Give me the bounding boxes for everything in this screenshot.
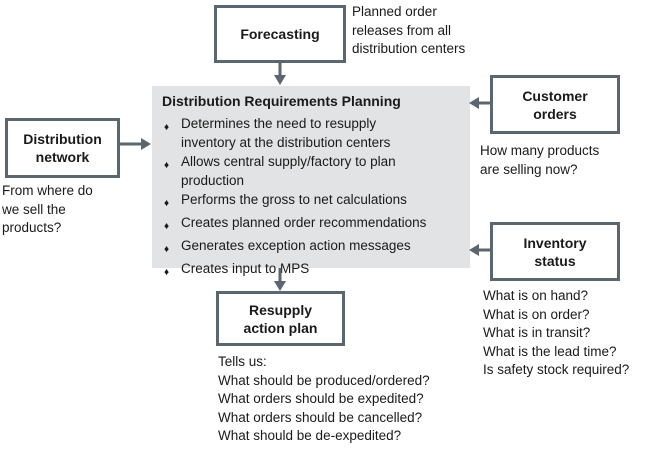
- arrow-inventory-status-to-drp-icon: [469, 244, 492, 256]
- drp-bullet: Creates planned order recommendations: [162, 213, 460, 236]
- resupply-action-plan-note: Tells us: What should be produced/ordere…: [218, 354, 430, 443]
- drp-bullet-list: Determines the need to resupply inventor…: [162, 114, 460, 282]
- arrow-forecasting-to-drp-icon: [274, 62, 286, 85]
- forecasting-label: Forecasting: [240, 26, 320, 42]
- arrow-drp-to-resupply-icon: [274, 268, 286, 291]
- inventory-status-note: What is on hand? What is on order? What …: [483, 288, 630, 377]
- drp-panel-title: Distribution Requirements Planning: [162, 93, 401, 109]
- arrow-distribution-network-to-drp-icon: [120, 138, 151, 150]
- drp-bullet: Allows central supply/factory to plan pr…: [162, 152, 460, 190]
- distribution-network-label: Distribution network: [23, 131, 102, 165]
- arrow-customer-orders-to-drp-icon: [469, 97, 492, 109]
- drp-bullet: Generates exception action messages: [162, 236, 460, 259]
- forecasting-note: Planned order releases from all distribu…: [352, 4, 466, 56]
- distribution-network-box: Distribution network: [5, 118, 120, 178]
- customer-orders-box: Customer orders: [490, 75, 620, 134]
- drp-bullet: Determines the need to resupply inventor…: [162, 114, 460, 152]
- inventory-status-box: Inventory status: [490, 222, 620, 281]
- customer-orders-label: Customer orders: [522, 87, 588, 122]
- customer-orders-note: How many products are selling now?: [480, 143, 600, 177]
- resupply-action-plan-label: Resupply action plan: [243, 301, 318, 336]
- drp-bullet: Creates input to MPS: [162, 259, 460, 282]
- distribution-network-note: From where do we sell the products?: [2, 183, 93, 235]
- drp-bullet: Performs the gross to net calculations: [162, 190, 460, 213]
- inventory-status-label: Inventory status: [523, 234, 587, 269]
- forecasting-box: Forecasting: [214, 5, 346, 63]
- resupply-action-plan-box: Resupply action plan: [216, 291, 345, 346]
- drp-panel: Distribution Requirements Planning Deter…: [152, 86, 470, 276]
